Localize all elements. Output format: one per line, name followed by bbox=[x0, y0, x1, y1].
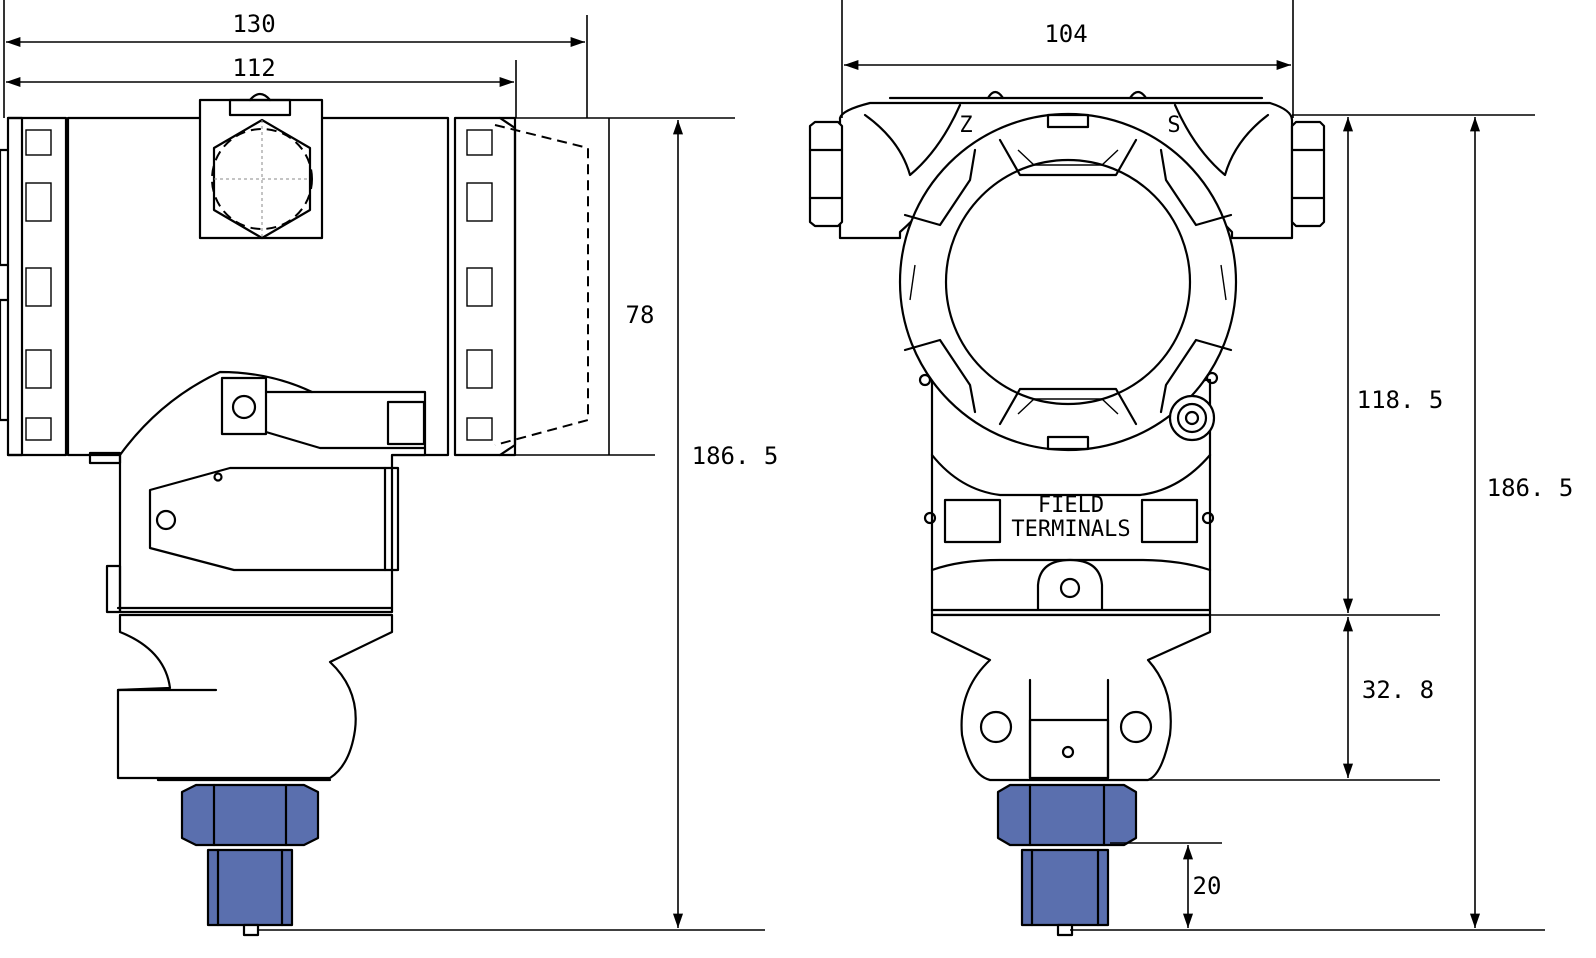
terminal-label-line1: FIELD bbox=[1038, 493, 1104, 518]
dim-label-104: 104 bbox=[1044, 20, 1087, 48]
side-hex-nut bbox=[180, 783, 320, 847]
front-cover bbox=[898, 112, 1238, 452]
side-cover-swing-outline bbox=[494, 124, 589, 446]
side-conduit-plug bbox=[198, 92, 324, 240]
front-view: Z S bbox=[808, 0, 1574, 937]
side-view: 130 112 78 186. 5 bbox=[0, 0, 779, 937]
front-terminal-area: FIELD TERMINALS bbox=[918, 371, 1219, 612]
side-neck bbox=[88, 370, 427, 614]
front-hex-nut bbox=[996, 783, 1138, 847]
front-process-fitting bbox=[996, 783, 1138, 937]
side-thread-stem bbox=[206, 848, 294, 927]
front-sensor-body bbox=[930, 613, 1212, 782]
front-conduit-plug-left bbox=[808, 120, 844, 228]
dim-label-186-side: 186. 5 bbox=[692, 442, 779, 470]
terminal-label-line2: TERMINALS bbox=[1011, 517, 1130, 542]
front-conduit-plug-right bbox=[1290, 120, 1326, 228]
port-label-left: Z bbox=[959, 113, 972, 138]
dim-label-130: 130 bbox=[232, 10, 275, 38]
side-process-fitting bbox=[180, 783, 320, 937]
dim-label-118: 118. 5 bbox=[1357, 386, 1444, 414]
dim-label-186-front: 186. 5 bbox=[1487, 474, 1574, 502]
port-label-right: S bbox=[1167, 113, 1180, 138]
dim-label-20: 20 bbox=[1193, 872, 1222, 900]
side-right-cover bbox=[453, 116, 517, 457]
dim-label-78: 78 bbox=[626, 301, 655, 329]
dim-label-112: 112 bbox=[232, 54, 275, 82]
dim-label-32: 32. 8 bbox=[1362, 676, 1434, 704]
side-sensor-body bbox=[116, 613, 394, 782]
side-left-cover bbox=[0, 116, 68, 457]
front-thread-stem bbox=[1020, 848, 1110, 927]
